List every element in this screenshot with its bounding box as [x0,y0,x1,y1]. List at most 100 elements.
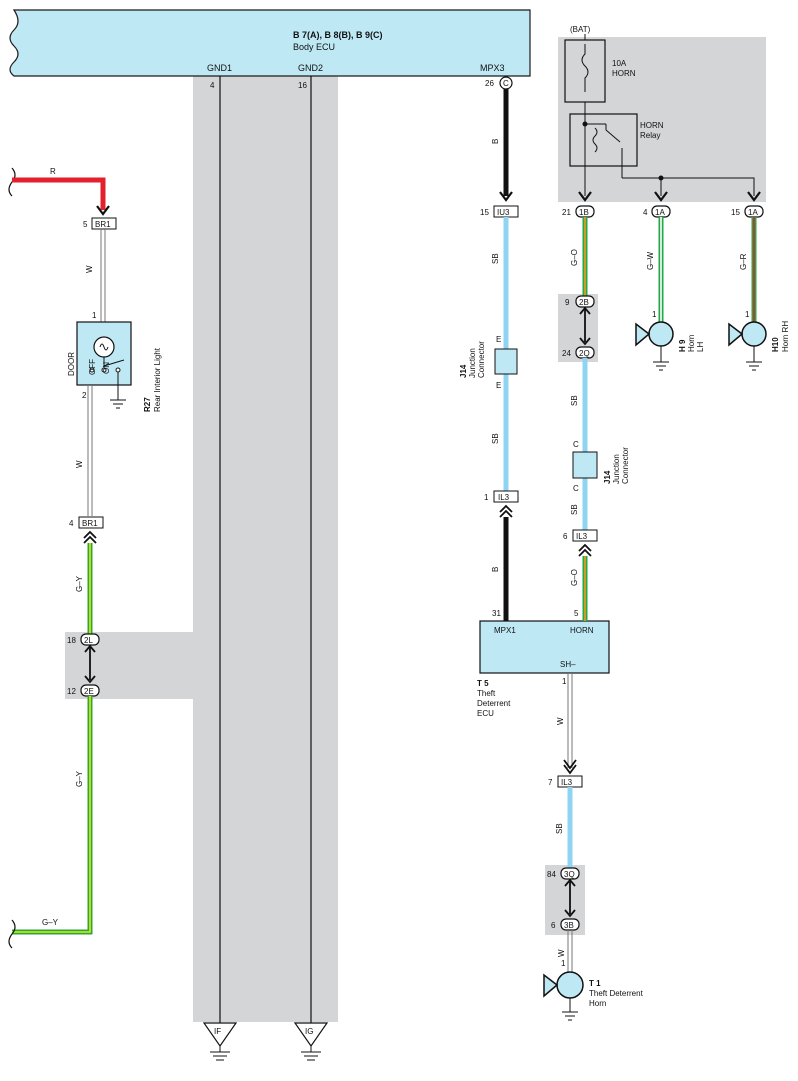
wire-b-bottom-label: B [491,567,500,572]
svg-text:Horn: Horn [687,335,696,352]
svg-text:15: 15 [731,208,740,217]
connector-br1-top [91,217,117,230]
svg-text:Relay: Relay [640,131,660,140]
wire-go-2-label: G–O [570,569,579,586]
svg-text:1: 1 [92,311,97,320]
ground-if: IF [202,1022,238,1061]
svg-text:2L: 2L [84,636,93,645]
svg-text:26: 26 [485,79,494,88]
ground-ig: IG [293,1022,329,1061]
wire-gy-2-label: G–Y [75,770,84,787]
mpx-circuit: C 26 B IU3 15 SB E E J14 Junction Connec… [459,76,519,621]
svg-text:21: 21 [562,208,571,217]
svg-text:18: 18 [67,636,76,645]
svg-text:2E: 2E [84,687,94,696]
svg-text:1A: 1A [748,208,758,217]
svg-text:J14: J14 [603,470,612,484]
body-ecu-subtitle: Body ECU [293,42,335,52]
svg-text:1: 1 [652,310,657,319]
svg-text:IF: IF [214,1027,221,1036]
pin-mpx3-label: MPX3 [480,63,505,73]
wire-sb-4-label: SB [570,504,579,515]
wire-b-top-label: B [491,139,500,144]
svg-text:IL3: IL3 [561,778,573,787]
svg-text:12: 12 [67,687,76,696]
junction-connector-j14 [494,348,518,375]
svg-text:3B: 3B [564,921,574,930]
theft-horn-circuit: W IL3 7 SB 3Q 84 3B 6 W 1 T 1 Theft Dete… [543,673,644,1021]
svg-text:1: 1 [561,959,566,968]
svg-text:HORN: HORN [570,626,594,635]
theft-deterrent-ecu: 31 5 MPX1 HORN SH– T 5 Theft Deterrent E… [477,609,610,718]
svg-text:Deterrent: Deterrent [477,699,511,708]
theft-deterrent-horn: T 1 Theft Deterrent Horn [543,971,644,1021]
svg-text:H 9: H 9 [678,339,687,352]
svg-text:1: 1 [484,493,489,502]
wire-sb-2-label: SB [491,433,500,444]
horn-lh: 1 H 9 Horn LH [635,310,705,371]
svg-text:E: E [496,335,501,344]
svg-text:(BAT): (BAT) [570,25,591,34]
light-id: R27 [143,397,152,412]
svg-text:1B: 1B [579,208,589,217]
svg-text:6: 6 [563,532,568,541]
svg-text:2B: 2B [579,298,589,307]
svg-text:31: 31 [492,609,501,618]
svg-text:Junction: Junction [612,454,621,484]
wire-gw-label: G–W [646,251,655,270]
svg-text:5: 5 [83,220,88,229]
svg-text:7: 7 [548,778,553,787]
svg-text:OFF: OFF [88,359,97,375]
svg-text:IG: IG [305,1027,313,1036]
pin-gnd1-label: GND1 [207,63,232,73]
horn-wiring: G–O G–W G–R 2B 9 2Q 24 SB C C J14 Juncti… [562,217,790,621]
wire-sb-3-label: SB [570,395,579,406]
svg-text:1: 1 [562,677,567,686]
horn-relay [569,113,638,167]
j14-id: J14 [459,364,468,378]
svg-text:T 5: T 5 [477,679,489,688]
svg-text:IL3: IL3 [576,532,588,541]
wire-go-1-label: G–O [570,249,579,266]
svg-text:84: 84 [547,870,556,879]
connector-il3 [493,490,519,503]
svg-text:Theft: Theft [477,689,496,698]
pin-gnd2-num: 16 [298,81,307,90]
horn-relay-box: (BAT) 10A HORN HORN Relay 1B 21 1A 4 1A … [562,25,764,218]
connector-3b [560,918,580,931]
wire-w-mid-label: W [75,460,84,468]
wire-w-top-label: W [85,265,94,273]
svg-text:1: 1 [745,310,750,319]
pin-gnd2-label: GND2 [298,63,323,73]
svg-text:BR1: BR1 [95,220,111,229]
horn-rh: 1 H10 Horn RH [728,310,790,371]
svg-text:T 1: T 1 [589,979,601,988]
wire-sb-theft-label: SB [555,823,564,834]
body-ecu: B 7(A), B 8(B), B 9(C) Body ECU GND1 GND… [9,9,531,77]
svg-text:E: E [496,381,501,390]
svg-text:2Q: 2Q [579,349,590,358]
wire-w2-theft-label: W [557,949,566,957]
svg-text:ECU: ECU [477,709,494,718]
svg-text:Theft Deterrent: Theft Deterrent [589,989,644,998]
svg-text:H10: H10 [771,337,780,352]
svg-text:C: C [503,79,509,88]
junction-connector-j14-c [572,451,598,479]
connector-br1-bottom [78,516,104,529]
shade-horn-relay-box [558,37,766,202]
rear-interior-light: DOOR OFF ON R27 Rear Interior Light [67,321,162,412]
ground-wires: 4 16 IF IG [202,76,329,1061]
svg-text:LH: LH [696,342,705,352]
svg-text:Connector: Connector [477,341,486,378]
svg-text:Junction: Junction [468,348,477,378]
shade-ground-column [193,72,338,1022]
light-name: Rear Interior Light [153,347,162,412]
svg-text:5: 5 [574,609,579,618]
svg-text:10A: 10A [612,59,627,68]
wire-gr-label: G–R [739,253,748,270]
svg-text:C: C [573,484,579,493]
svg-text:IL3: IL3 [498,493,510,502]
svg-text:MPX1: MPX1 [494,626,516,635]
svg-text:IU3: IU3 [497,208,510,217]
